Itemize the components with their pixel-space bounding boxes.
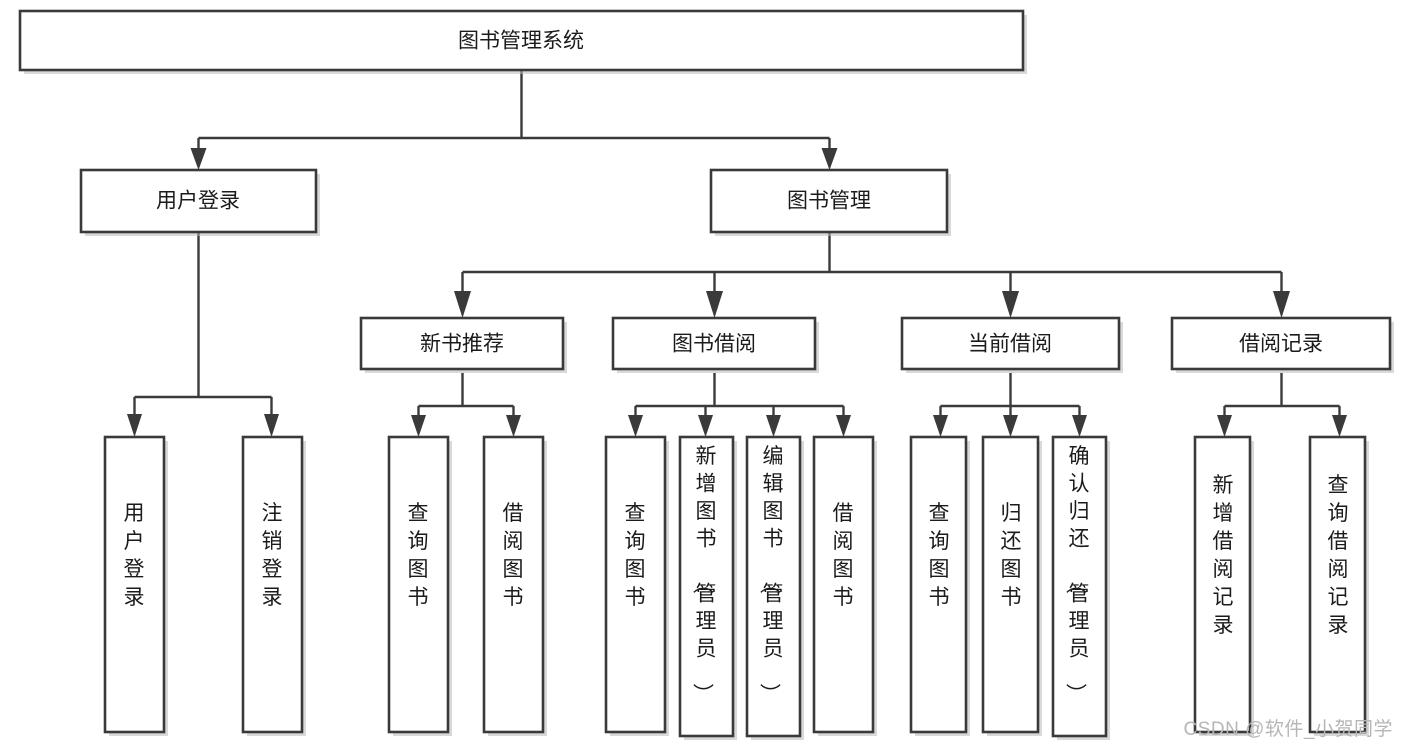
node-current[interactable]: 当前借阅: [900, 316, 1123, 373]
node-records[interactable]: 借阅记录: [1170, 316, 1394, 373]
node-leaf-add-record-label: 新增借阅记录: [1213, 474, 1234, 637]
node-leaf-return-book-rect: [981, 435, 1040, 734]
node-leaf-return-book[interactable]: 归还图书: [981, 435, 1042, 736]
connector-layer: [127, 70, 1347, 437]
arrow-newbook-to-borrow: [506, 415, 521, 437]
node-current-label: 当前借阅: [968, 333, 1052, 356]
node-leaf-query-book-3-rect: [909, 435, 968, 734]
node-root-rect: [18, 9, 1025, 72]
node-leaf-borrow-book-2-rect: [812, 435, 875, 734]
node-leaf-query-record[interactable]: 查询借阅记录: [1308, 435, 1369, 736]
node-leaf-user-login[interactable]: 用户登录: [103, 435, 168, 736]
node-root[interactable]: 图书管理系统: [18, 9, 1027, 74]
arrow-current-to-query: [933, 415, 948, 437]
node-bookmgmt[interactable]: 图书管理: [709, 168, 951, 236]
node-leaf-query-record-rect: [1308, 435, 1367, 734]
node-newbook-rect: [359, 316, 565, 371]
arrow-records-to-add: [1217, 415, 1232, 437]
node-leaf-add-book-rect: [678, 435, 735, 738]
node-leaf-borrow-book-2[interactable]: 借阅图书: [812, 435, 877, 736]
node-login[interactable]: 用户登录: [79, 168, 320, 236]
node-borrow[interactable]: 图书借阅: [611, 316, 819, 373]
node-leaf-add-book[interactable]: 新增图书（管理员）: [678, 435, 737, 740]
arrow-bookmgmt-to-borrow: [706, 291, 723, 318]
node-records-label: 借阅记录: [1239, 333, 1323, 356]
node-records-rect: [1170, 316, 1392, 371]
node-leaf-add-book-label: 新增图书（管理员）: [691, 445, 717, 704]
arrow-current-to-confirm: [1072, 415, 1087, 437]
arrow-newbook-to-query: [411, 415, 426, 437]
node-newbook-label: 新书推荐: [420, 333, 504, 356]
node-leaf-edit-book-rect: [745, 435, 802, 738]
node-leaf-user-logout-rect: [241, 435, 304, 734]
arrow-login-to-user-logout: [264, 414, 279, 437]
arrow-bookmgmt-to-records: [1273, 291, 1290, 318]
node-newbook[interactable]: 新书推荐: [359, 316, 567, 373]
node-leaf-query-book-2-rect: [604, 435, 667, 734]
arrow-borrow-to-add: [698, 415, 713, 437]
arrow-login-to-user-login: [127, 414, 142, 437]
node-leaf-user-logout-label: 注销登录: [262, 502, 283, 609]
node-leaf-add-record-rect: [1193, 435, 1252, 734]
node-leaf-user-login-rect: [103, 435, 166, 734]
node-leaf-user-login-label: 用户登录: [124, 502, 145, 609]
node-leaf-borrow-book-1-rect: [482, 435, 545, 734]
node-leaf-borrow-book-2-label: 借阅图书: [833, 502, 854, 609]
arrow-current-to-return: [1003, 415, 1018, 437]
arrow-borrow-to-borrowbook: [836, 415, 851, 437]
node-leaf-query-book-2-label: 查询图书: [625, 502, 646, 609]
node-leaf-query-record-label: 查询借阅记录: [1328, 474, 1349, 637]
arrow-records-to-query: [1332, 415, 1347, 437]
node-leaf-add-record[interactable]: 新增借阅记录: [1193, 435, 1254, 736]
node-leaf-query-book-3[interactable]: 查询图书: [909, 435, 970, 736]
node-root-label: 图书管理系统: [458, 30, 584, 53]
arrow-bookmgmt-to-current: [1002, 291, 1019, 318]
node-leaf-query-book-2[interactable]: 查询图书: [604, 435, 669, 736]
arrow-root-to-login: [190, 148, 207, 170]
node-leaf-user-logout[interactable]: 注销登录: [241, 435, 306, 736]
node-borrow-label: 图书借阅: [672, 333, 756, 356]
node-leaf-confirm-return-rect: [1051, 435, 1108, 738]
arrow-root-to-bookmgmt: [821, 148, 838, 170]
node-login-label: 用户登录: [156, 190, 240, 213]
node-leaf-query-book-1-rect: [387, 435, 450, 734]
node-leaf-confirm-return[interactable]: 确认归还（管理员）: [1051, 435, 1110, 740]
node-leaf-edit-book-label: 编辑图书（管理员）: [758, 445, 784, 704]
node-leaf-confirm-return-label: 确认归还（管理员）: [1064, 445, 1090, 704]
node-leaf-borrow-book-1-label: 借阅图书: [503, 502, 524, 609]
node-leaf-query-book-1[interactable]: 查询图书: [387, 435, 452, 736]
node-login-rect: [79, 168, 318, 234]
node-leaf-return-book-label: 归还图书: [1001, 502, 1022, 609]
node-bookmgmt-rect: [709, 168, 949, 234]
arrow-borrow-to-edit: [766, 415, 781, 437]
node-leaf-borrow-book-1[interactable]: 借阅图书: [482, 435, 547, 736]
node-leaf-query-book-3-label: 查询图书: [929, 502, 950, 609]
node-bookmgmt-label: 图书管理: [787, 190, 871, 213]
arrow-bookmgmt-to-newbook: [454, 291, 471, 318]
node-leaf-query-book-1-label: 查询图书: [408, 502, 429, 609]
node-borrow-rect: [611, 316, 817, 371]
node-current-rect: [900, 316, 1121, 371]
csdn-watermark: CSDN @软件_小贺同学: [1183, 719, 1393, 740]
arrow-borrow-to-query: [628, 415, 643, 437]
node-leaf-edit-book[interactable]: 编辑图书（管理员）: [745, 435, 804, 740]
